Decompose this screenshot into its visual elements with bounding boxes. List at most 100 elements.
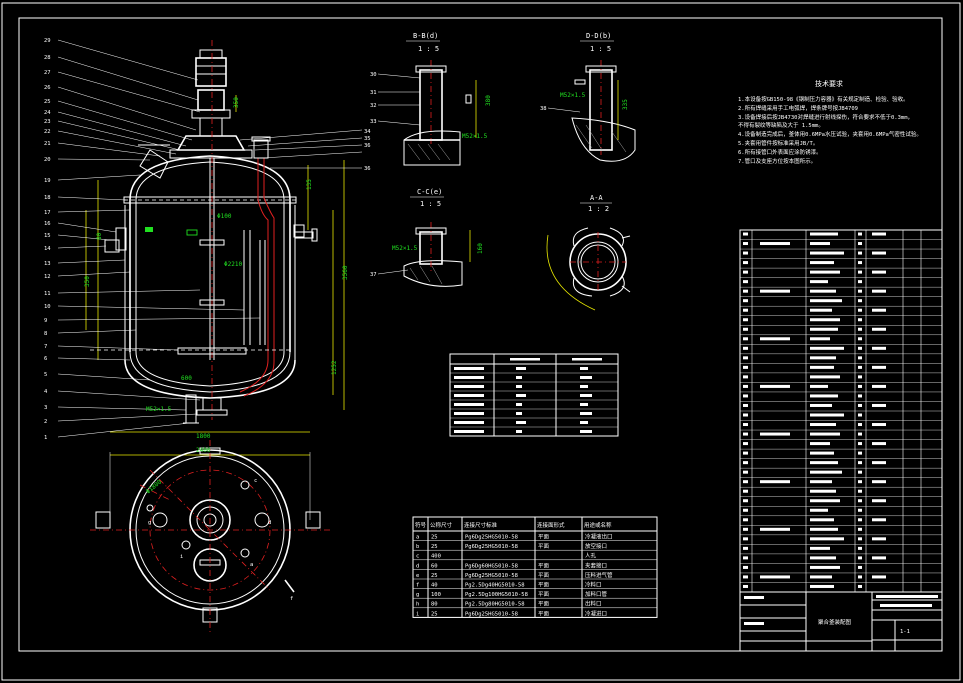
parts-list-row: [743, 527, 748, 531]
spec-table-label-bar: [454, 421, 484, 424]
svg-text:34: 34: [364, 129, 371, 135]
section-cc: C-C(e) 1 : 5 M52×1.5 160 37: [370, 188, 484, 287]
nozzle-table-cell: 出料口: [585, 600, 602, 608]
nozzle-table-cell: 100: [431, 592, 441, 598]
svg-text:38: 38: [540, 106, 547, 112]
svg-text:21: 21: [44, 141, 51, 147]
nozzle-table-cell: 400: [431, 554, 441, 560]
svg-text:1800: 1800: [196, 433, 211, 440]
parts-list-row: [743, 442, 748, 446]
nozzle-table-header: 用途或名称: [584, 521, 612, 529]
parts-list-row: [743, 470, 748, 474]
parts-list-row: [743, 546, 748, 550]
svg-text:600: 600: [181, 375, 192, 382]
svg-text:15: 15: [44, 233, 51, 239]
parts-list-row: [743, 375, 748, 379]
svg-text:135: 135: [306, 179, 313, 190]
parts-list-row: [743, 556, 748, 560]
svg-text:1 : 2: 1 : 2: [588, 205, 609, 213]
svg-text:3560: 3560: [342, 265, 349, 280]
svg-text:1.本设备按GB150-98《钢制压力容器》有关规定制造、检: 1.本设备按GB150-98《钢制压力容器》有关规定制造、检验、验收。: [738, 95, 909, 103]
nozzle-table-cell: 平面: [538, 543, 550, 550]
svg-text:不得有裂纹等缺陷及大于 1.5mm。: 不得有裂纹等缺陷及大于 1.5mm。: [738, 121, 824, 129]
svg-text:d: d: [268, 520, 271, 526]
tech-req-title: 技术要求: [815, 79, 843, 88]
nozzle-table-cell: Pg6Dg25HG5010-58: [465, 535, 518, 541]
svg-text:22: 22: [44, 129, 51, 135]
parts-list-row: [743, 423, 748, 427]
nozzle-table-header: 符号: [415, 521, 427, 529]
nozzle-table-cell: 25: [431, 573, 438, 579]
svg-text:4: 4: [44, 389, 48, 395]
parts-list-row: [743, 270, 748, 274]
svg-text:14: 14: [44, 246, 51, 252]
svg-text:31: 31: [370, 90, 377, 96]
svg-text:24: 24: [44, 110, 51, 116]
parts-list: [739, 229, 943, 593]
svg-text:9: 9: [44, 318, 47, 324]
svg-text:5.夹套用管件按标准采用JB/T。: 5.夹套用管件按标准采用JB/T。: [738, 139, 818, 147]
nozzle-table-cell: 冷料口: [585, 581, 602, 589]
parts-list-row: [743, 584, 748, 588]
svg-text:13: 13: [44, 261, 51, 267]
svg-text:2.所有焊缝采用手工电弧焊，焊条牌号按JB4709: 2.所有焊缝采用手工电弧焊，焊条牌号按JB4709: [738, 104, 858, 112]
parts-list-row: [743, 508, 748, 512]
parts-list-row: [743, 337, 748, 341]
svg-text:1 : 5: 1 : 5: [418, 45, 439, 53]
nozzle-table-cell: 冷凝液出口: [585, 533, 613, 541]
svg-text:c: c: [254, 478, 257, 484]
inner-border: [18, 17, 943, 652]
svg-text:6: 6: [44, 356, 47, 362]
nozzle-table-cell: 压料进气管: [585, 571, 613, 579]
nozzle-table-cell: c: [416, 554, 419, 560]
section-bb: B-B(d) 1 : 5 M52×1.5 380 30 31 32 33: [370, 32, 492, 166]
svg-text:2: 2: [44, 419, 47, 425]
nozzle-table-header: 连接尺寸标准: [464, 521, 498, 529]
svg-text:33: 33: [370, 119, 377, 125]
nozzle-table-cell: 平面: [538, 591, 550, 598]
svg-text:i: i: [180, 554, 183, 560]
svg-text:M52×1.5: M52×1.5: [462, 133, 488, 140]
svg-text:25: 25: [44, 99, 51, 105]
nozzle-table-header: 公称尺寸: [430, 521, 453, 529]
parts-list-row: [743, 489, 748, 493]
nozzle-table-header: 连接面形式: [537, 521, 565, 529]
svg-text:M52×1.5: M52×1.5: [392, 245, 418, 252]
nozzle-table-cell: e: [416, 573, 419, 579]
section-aa: A-A 1 : 2: [546, 194, 631, 311]
svg-text:335: 335: [622, 99, 629, 110]
parts-list-row: [743, 289, 748, 293]
parts-list-row: [743, 308, 748, 312]
nozzle-table-cell: 25: [431, 535, 438, 541]
svg-text:3: 3: [44, 405, 47, 411]
technical-requirements: 技术要求 1.本设备按GB150-98《钢制压力容器》有关规定制造、检验、验收。…: [738, 79, 922, 165]
parts-list-row: [743, 251, 748, 255]
svg-text:18: 18: [44, 195, 51, 201]
svg-text:29: 29: [44, 38, 51, 44]
svg-text:80: 80: [96, 232, 103, 240]
nozzle-table-cell: 平面: [538, 534, 550, 541]
svg-text:350: 350: [233, 97, 240, 108]
part-numbers-right: 34 35 36 36: [364, 129, 371, 172]
parts-list-row: [743, 356, 748, 360]
parts-list-row: [743, 413, 748, 417]
parts-list-row: [743, 242, 748, 246]
parts-list-row: [743, 518, 748, 522]
svg-text:380: 380: [485, 95, 492, 106]
nozzle-table-cell: 加料口管: [585, 590, 608, 598]
svg-text:28: 28: [44, 55, 51, 61]
svg-text:Φ100: Φ100: [217, 213, 232, 220]
parts-list-row: [743, 384, 748, 388]
svg-text:35: 35: [364, 136, 371, 142]
nozzle-table-cell: Pg2.5Dg80HG5010-58: [465, 602, 525, 608]
spec-table-label-bar: [454, 430, 484, 433]
parts-list-row: [743, 432, 748, 436]
spec-table-label-bar: [454, 394, 484, 397]
nozzle-table-cell: Pg2.5Dg100HG5010-58: [465, 592, 528, 598]
nozzle-table-cell: 25: [431, 544, 438, 550]
svg-text:1252: 1252: [331, 360, 338, 375]
svg-text:7: 7: [44, 344, 47, 350]
